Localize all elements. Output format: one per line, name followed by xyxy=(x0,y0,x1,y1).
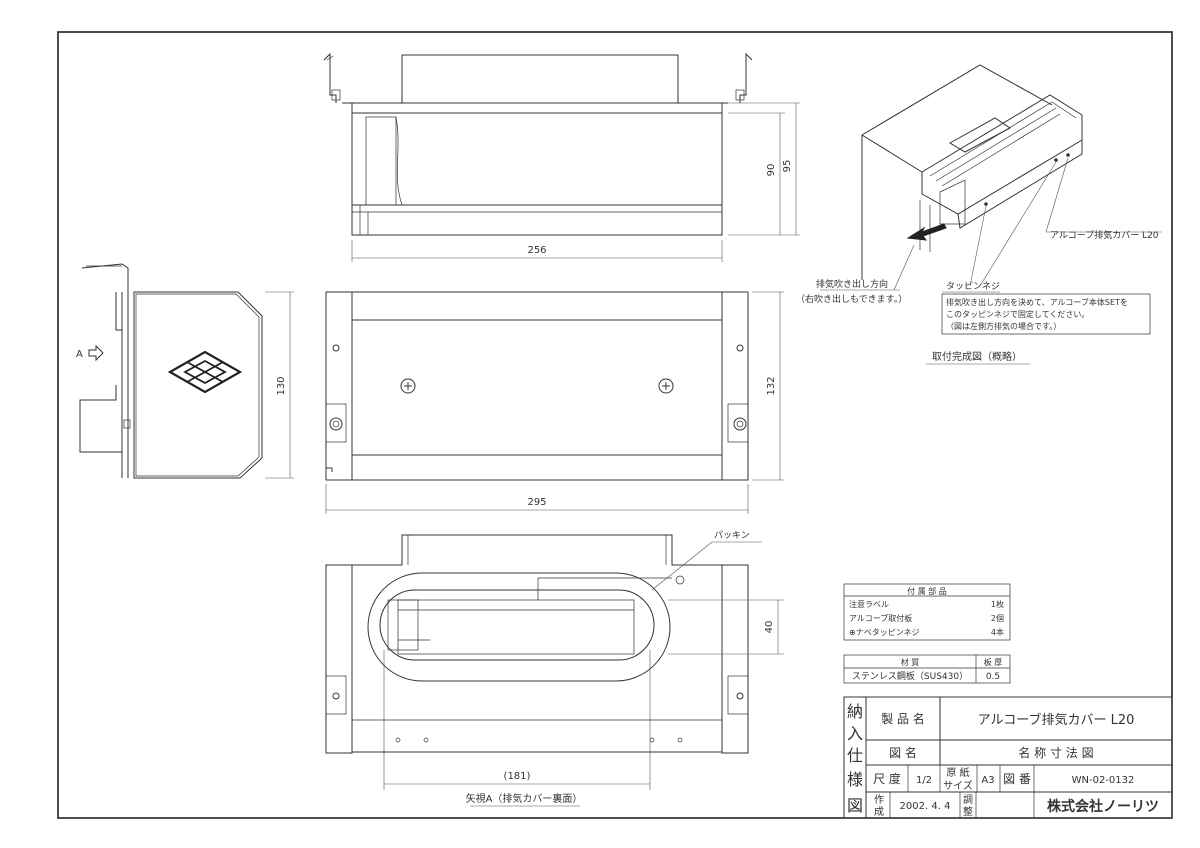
front-view: 295 132 xyxy=(325,291,784,514)
tb-paper-size-label-2: サイズ xyxy=(943,779,973,792)
tb-side-char-2: 入 xyxy=(847,724,863,743)
dim-top-height-inner: 90 xyxy=(766,164,777,177)
label-install-caption: 取付完成図（概略） xyxy=(932,350,1022,363)
tb-created-label-2: 成 xyxy=(874,806,884,818)
tb-created-date: 2002. 4. 4 xyxy=(900,801,951,812)
label-arrow-a: A xyxy=(76,349,83,360)
label-tapping-screw: タッピンネジ xyxy=(946,281,1000,292)
label-exhaust-direction-note: （右吹き出しもできます。） xyxy=(796,293,907,305)
arrow-a-icon xyxy=(88,344,104,362)
dim-top-height-outer: 95 xyxy=(782,160,793,173)
thickness-header: 板 厚 xyxy=(984,657,1003,667)
tb-product-name-label: 製 品 名 xyxy=(881,711,925,726)
tb-paper-size-label-1: 原 紙 xyxy=(946,766,969,779)
material-table: 材 質 板 厚 ステンレス鋼板（SUS430） 0.5 xyxy=(843,654,1011,684)
tb-product-name: アルコーブ排気カバー L20 xyxy=(978,712,1135,728)
dim-front-width: 295 xyxy=(527,497,546,508)
parts-row-1-name: 注意ラベル xyxy=(849,599,889,609)
parts-row-1-qty: 1枚 xyxy=(991,599,1004,609)
title-block: 納 入 仕 様 図 製 品 名 アルコーブ排気カバー L20 図 名 名 称 寸… xyxy=(843,696,1173,819)
tb-scale: 1/2 xyxy=(916,775,932,786)
sheet-border xyxy=(57,31,1173,819)
tb-check-label-1: 調 xyxy=(963,793,973,806)
parts-row-3-qty: 4本 xyxy=(991,627,1004,637)
label-rear-view: 矢視A（排気カバー裏面） xyxy=(466,792,583,805)
material-header: 材 質 xyxy=(901,657,920,667)
note-line-1: 排気吹き出し方向を決めて、アルコーブ本体SETを xyxy=(946,297,1128,307)
tb-side-char-1: 納 xyxy=(847,702,863,721)
note-line-3: （図は左側方排気の場合です。） xyxy=(946,321,1061,331)
tb-company: 株式会社ノーリツ xyxy=(1047,798,1159,815)
top-view: 256 90 95 xyxy=(323,52,800,262)
parts-table-title: 付 属 部 品 xyxy=(907,586,947,596)
parts-row-2-qty: 2個 xyxy=(991,613,1004,623)
dim-rear-height: 40 xyxy=(764,621,775,634)
tb-drawing-no-label: 図 番 xyxy=(1003,772,1031,786)
tb-scale-label: 尺 度 xyxy=(873,771,901,786)
dim-rear-width: (181) xyxy=(504,771,531,782)
tb-drawing-name: 名 称 寸 法 図 xyxy=(1018,745,1093,760)
tb-drawing-no: WN-02-0132 xyxy=(1072,775,1135,786)
note-line-2: このタッピンネジで固定してください。 xyxy=(946,309,1089,319)
tb-created-label-1: 作 xyxy=(874,794,884,806)
tb-check-label-2: 整 xyxy=(963,805,973,818)
tb-side-char-4: 様 xyxy=(847,770,863,789)
exhaust-arrow-icon xyxy=(906,223,947,241)
dim-front-height: 132 xyxy=(766,376,777,395)
label-gasket: パッキン xyxy=(714,530,750,541)
tb-side-char-5: 図 xyxy=(847,796,863,815)
material-value: ステンレス鋼板（SUS430） xyxy=(852,670,968,682)
parts-row-2-name: アルコーブ取付板 xyxy=(849,613,912,623)
parts-table: 付 属 部 品 注意ラベル 1枚 アルコーブ取付板 2個 ⊕ナベタッピンネジ 4… xyxy=(843,583,1011,641)
install-note-box xyxy=(941,293,1151,335)
tb-side-char-3: 仕 xyxy=(847,746,863,765)
rear-view: パッキン 40 (181) 矢視A（排気カバー裏面） xyxy=(325,530,784,807)
label-cover-name: アルコーブ排気カバー L20 xyxy=(1050,229,1159,241)
thickness-value: 0.5 xyxy=(986,672,1000,682)
installation-sketch: 排気吹き出し方向 （右吹き出しもできます。） アルコーブ排気カバー L20 タッ… xyxy=(796,64,1162,365)
parts-row-3-name: ⊕ナベタッピンネジ xyxy=(849,628,920,637)
dim-top-width: 256 xyxy=(527,245,546,256)
side-view: A 130 xyxy=(76,263,294,479)
dim-side-height: 130 xyxy=(276,376,287,395)
label-exhaust-direction: 排気吹き出し方向 xyxy=(816,278,888,290)
tb-drawing-name-label: 図 名 xyxy=(889,745,917,760)
tb-paper-size: A3 xyxy=(981,775,994,786)
